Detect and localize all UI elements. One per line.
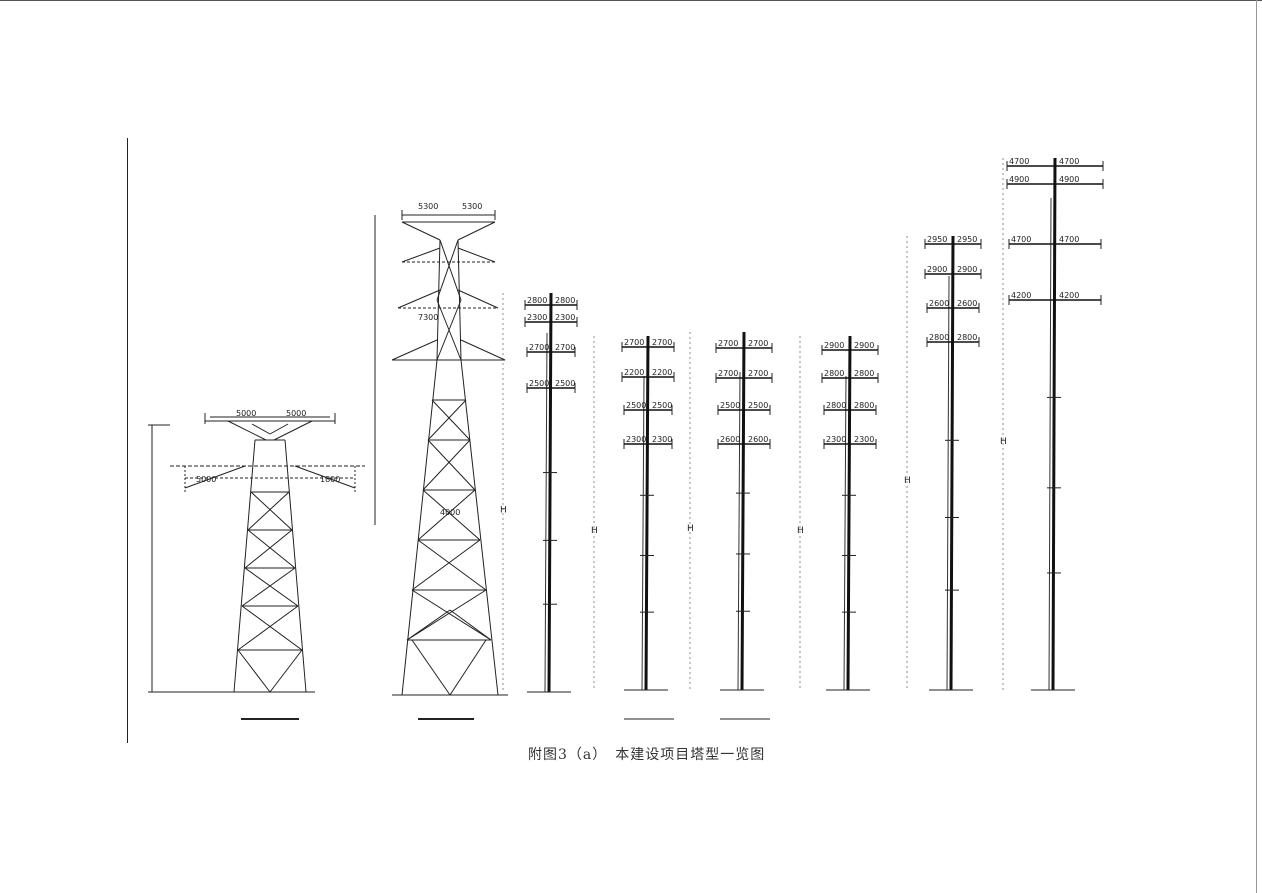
t2-dim-2: 5300: [462, 202, 482, 211]
tower-5-pole-edge: [737, 371, 741, 691]
tower-7-arm-dim-l-3: 2600: [929, 299, 949, 308]
tower-7-pole-edge: [946, 275, 950, 691]
tower-4-arm-dim-r-3: 2500: [652, 401, 672, 410]
tower-3-arm-dim-l-3: 2700: [529, 343, 549, 352]
tower-4-arm-dim-l-3: 2500: [626, 401, 646, 410]
tower-4-pole: [644, 335, 650, 691]
tower-1: [148, 413, 365, 720]
tower-5-pole: [740, 331, 746, 691]
tower-4-pole-edge: [641, 375, 645, 691]
tower-8-arm-dim-r-2: 4900: [1059, 175, 1079, 184]
tower-7-arm-dim-l-2: 2900: [927, 265, 947, 274]
t2-dim-3: 7300: [418, 313, 438, 322]
drawing-frame-left: [127, 138, 128, 743]
tower-5-arm-dim-l-3: 2500: [720, 401, 740, 410]
tower-3-arm-dim-l-2: 2300: [527, 313, 547, 322]
tower-6-arm-dim-l-1: 2900: [824, 341, 844, 350]
tower-8-arm-dim-l-2: 4900: [1009, 175, 1029, 184]
tower-8-pole: [1051, 157, 1057, 691]
tower-6-arm-dim-r-3: 2800: [854, 401, 874, 410]
tower-8-arm-dim-l-4: 4200: [1011, 291, 1031, 300]
tower-8-arm-dim-r-3: 4700: [1059, 235, 1079, 244]
tower-3-arm-dim-r-4: 2500: [555, 379, 575, 388]
tower-8-arm-dim-l-3: 4700: [1011, 235, 1031, 244]
tower-8-arm-dim-r-4: 4200: [1059, 291, 1079, 300]
t1-dim-3: 5000: [196, 475, 216, 484]
tower-3-height-symbol: H: [500, 506, 507, 516]
tower-3-arm-dim-r-3: 2700: [555, 343, 575, 352]
tower-4-arm-dim-l-4: 2300: [626, 435, 646, 444]
tower-8-pole-edge: [1048, 197, 1052, 691]
tower-3-arm-dim-l-4: 2500: [529, 379, 549, 388]
tower-3-arm-dim-r-1: 2800: [555, 296, 575, 305]
tower-7-arm-dim-r-4: 2800: [957, 333, 977, 342]
page-frame-top: [0, 0, 1262, 1]
tower-2-dims: 5300 5300 7300 4000: [418, 202, 482, 517]
tower-6-arm-dim-r-4: 2300: [854, 435, 874, 444]
tower-5-arm-dim-r-3: 2500: [748, 401, 768, 410]
t1-dim-1: 5000: [236, 409, 256, 418]
t2-dim-1: 5300: [418, 202, 438, 211]
tower-1-dims: 5000 5000 5000 1800: [196, 409, 340, 484]
tower-7-height-symbol: H: [904, 476, 911, 486]
tower-5-arm-dim-l-2: 2700: [718, 369, 738, 378]
t1-dim-4: 1800: [320, 475, 340, 484]
tower-8-arm-dim-r-1: 4700: [1059, 157, 1079, 166]
tower-7-arm-dim-r-1: 2950: [957, 235, 977, 244]
tower-8-height-symbol: H: [1000, 437, 1007, 447]
tower-3-pole-edge: [544, 332, 548, 693]
tower-5-arm-dim-r-4: 2600: [748, 435, 768, 444]
tower-6-arm-dim-l-2: 2800: [824, 369, 844, 378]
tower-5-arm-dim-l-1: 2700: [718, 339, 738, 348]
tower-4-arm-dim-r-2: 2200: [652, 368, 672, 377]
tower-6-arm-dim-l-3: 2800: [826, 401, 846, 410]
tower-8-arm-dim-l-1: 4700: [1009, 157, 1029, 166]
tower-6-pole: [846, 335, 852, 691]
tower-4-arm-dim-l-2: 2200: [624, 368, 644, 377]
tower-4-arm-dim-r-4: 2300: [652, 435, 672, 444]
tower-7-arm-dim-r-3: 2600: [957, 299, 977, 308]
t1-dim-2: 5000: [286, 409, 306, 418]
tower-4-height-symbol: H: [591, 526, 598, 536]
tower-7-pole: [949, 235, 955, 691]
tower-7-arm-dim-r-2: 2900: [957, 265, 977, 274]
tower-6-arm-dim-r-2: 2800: [854, 369, 874, 378]
tower-7-arm-dim-l-1: 2950: [927, 235, 947, 244]
figure-caption: 附图3（a） 本建设项目塔型一览图: [528, 747, 766, 763]
tower-6-pole-edge: [843, 375, 847, 691]
t2-dim-4: 4000: [440, 508, 460, 517]
tower-6-height-symbol: H: [797, 526, 804, 536]
tower-3-pole: [547, 292, 553, 693]
tower-5-height-symbol: H: [687, 524, 694, 534]
tower-5-arm-dim-r-1: 2700: [748, 339, 768, 348]
tower-7-arm-dim-l-4: 2800: [929, 333, 949, 342]
tower-6-arm-dim-r-1: 2900: [854, 341, 874, 350]
page-frame-right: [1256, 0, 1257, 893]
tower-4-arm-dim-l-1: 2700: [624, 338, 644, 347]
tower-4-arm-dim-r-1: 2700: [652, 338, 672, 347]
tower-3-arm-dim-r-2: 2300: [555, 313, 575, 322]
tower-3-arm-dim-l-1: 2800: [527, 296, 547, 305]
tower-5-arm-dim-r-2: 2700: [748, 369, 768, 378]
tower-6-arm-dim-l-4: 2300: [826, 435, 846, 444]
tower-2: [374, 210, 508, 720]
tower-5-arm-dim-l-4: 2600: [720, 435, 740, 444]
